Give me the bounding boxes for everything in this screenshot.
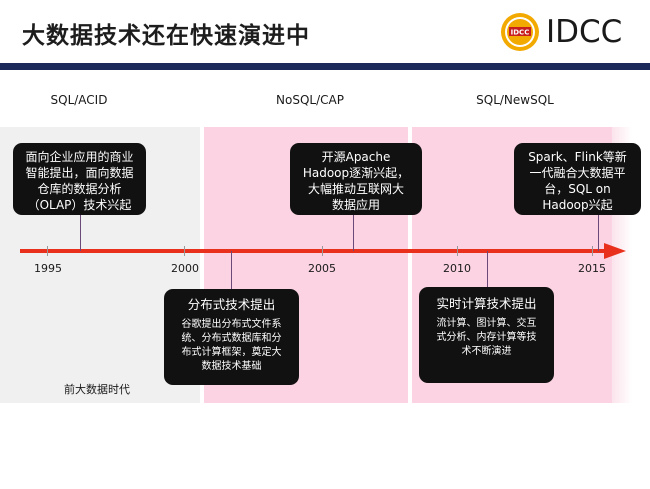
event-line: （OLAP）技术兴起 [27,198,132,212]
connector-hadoop [353,214,354,251]
event-line: 式分析、内存计算等技 [436,332,537,343]
tick-2005 [322,246,323,256]
page-title: 大数据技术还在快速演进中 [22,23,310,49]
tick-2015 [592,246,593,256]
logo-text: IDCC [546,14,623,50]
event-box-olap: 面向企业应用的商业 智能提出，面向数据 仓库的数据分析 （OLAP）技术兴起 [13,143,146,215]
event-line: 流计算、图计算、交互 [436,318,537,329]
year-2000: 2000 [171,262,199,275]
year-2010: 2010 [443,262,471,275]
event-box-hadoop: 开源Apache Hadoop逐渐兴起， 大幅推动互联网大 数据应用 [290,143,422,215]
event-line: 数据技术基础 [201,361,262,372]
event-line: 面向企业应用的商业 [25,150,134,164]
svg-text:IDCC: IDCC [511,29,530,37]
era-label-nosql-cap: NoSQL/CAP [276,93,344,107]
event-line: 开源Apache [321,150,391,164]
tick-2000 [184,246,185,256]
era-label-sql-acid: SQL/ACID [50,93,108,107]
event-box-distributed: 分布式技术提出 谷歌提出分布式文件系 统、分布式数据库和分 布式计算框架，奠定大… [164,289,299,385]
event-line: 一代融合大数据平 [529,166,626,180]
year-2015: 2015 [578,262,606,275]
connector-spark [598,214,599,251]
event-line: 谷歌提出分布式文件系 [181,319,282,330]
title-divider-bar [0,63,650,70]
idcc-logo: IDCC IDCC [500,10,640,56]
event-line: 统、分布式数据库和分 [181,333,282,344]
tick-2010 [457,246,458,256]
era-label-sql-newsql: SQL/NewSQL [476,93,554,107]
connector-olap [80,214,81,251]
year-2005: 2005 [308,262,336,275]
pre-big-data-era-label: 前大数据时代 [64,383,130,396]
event-line: Hadoop逐渐兴起， [302,166,410,180]
event-line: 台，SQL on [544,182,611,196]
event-line: 智能提出，面向数据 [25,166,134,180]
event-box-realtime: 实时计算技术提出 流计算、图计算、交互 式分析、内存计算等技 术不断演进 [419,287,554,383]
event-line: 数据应用 [331,198,380,212]
connector-distributed [231,251,232,291]
connector-realtime [487,251,488,287]
tick-1995 [47,246,48,256]
event-line: 大幅推动互联网大 [307,182,404,196]
event-line: 布式计算框架，奠定大 [181,347,282,358]
event-box-spark: Spark、Flink等新 一代融合大数据平 台，SQL on Hadoop兴起 [514,143,641,215]
idcc-badge-icon: IDCC [501,13,539,51]
event-line: Hadoop兴起 [542,198,613,212]
event-heading: 分布式技术提出 [187,297,276,312]
year-1995: 1995 [34,262,62,275]
event-heading: 实时计算技术提出 [436,296,537,311]
event-line: 术不断演进 [461,346,512,357]
timeline-arrow [20,243,626,259]
event-line: Spark、Flink等新 [528,150,627,164]
event-line: 仓库的数据分析 [37,182,122,196]
